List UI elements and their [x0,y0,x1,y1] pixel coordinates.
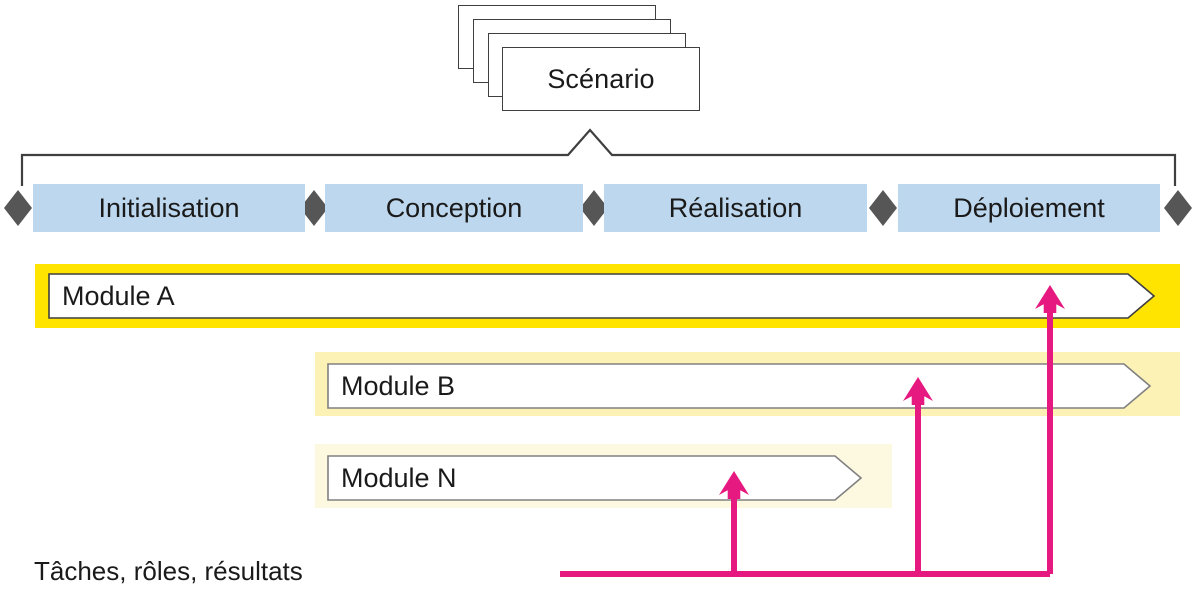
phase-box-deploiement[interactable]: Déploiement [898,184,1160,232]
phase-box-realisation[interactable]: Réalisation [604,184,867,232]
phase-box-initialisation[interactable]: Initialisation [33,184,305,232]
phase-label-realisation: Réalisation [668,192,803,223]
riser-to-module-b-head [903,377,933,405]
milestone-start[interactable] [4,190,32,226]
phase-label-initialisation: Initialisation [98,192,240,223]
riser-to-module-a-head [1035,285,1065,313]
scenario-to-phases-bracket [20,128,1177,186]
phase-label-conception: Conception [385,192,523,223]
module-label-a: Module A [62,281,175,311]
milestone-after-realisation[interactable] [869,190,897,226]
module-label-b: Module B [341,371,456,401]
tasks-roles-results-note: Tâches, rôles, résultats [34,556,303,586]
milestone-diamonds [4,190,1192,226]
pink-flow-arrows [560,285,1065,577]
module-arrow-1[interactable] [327,363,1152,409]
scenario-label: Scénario [547,63,655,94]
phase-label-deploiement: Déploiement [953,192,1105,223]
scenario-card-front[interactable]: Scénario [502,47,700,111]
milestone-after-conception[interactable] [580,190,608,226]
module-label-n: Module N [341,463,457,493]
milestone-end[interactable] [1164,190,1192,226]
riser-to-module-n-head [719,471,749,499]
module-bands-group [35,264,1180,508]
phase-box-conception[interactable]: Conception [325,184,583,232]
module-arrow-0[interactable] [48,273,1156,319]
milestone-after-initialisation[interactable] [300,190,328,226]
